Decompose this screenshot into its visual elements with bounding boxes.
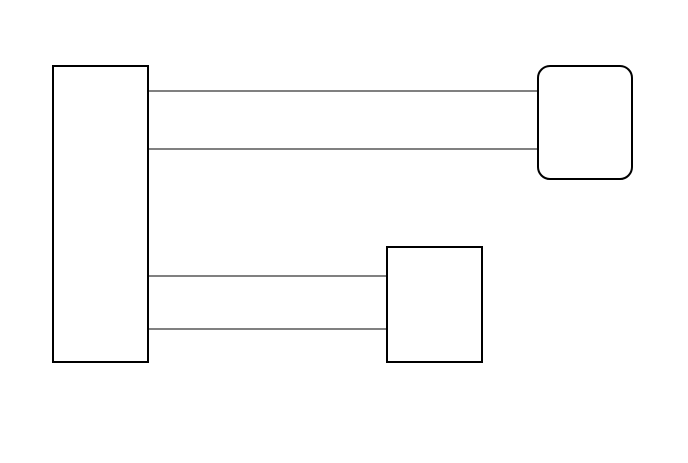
bottom-block xyxy=(386,246,483,363)
top-right-block xyxy=(537,65,633,180)
left-block xyxy=(52,65,149,363)
